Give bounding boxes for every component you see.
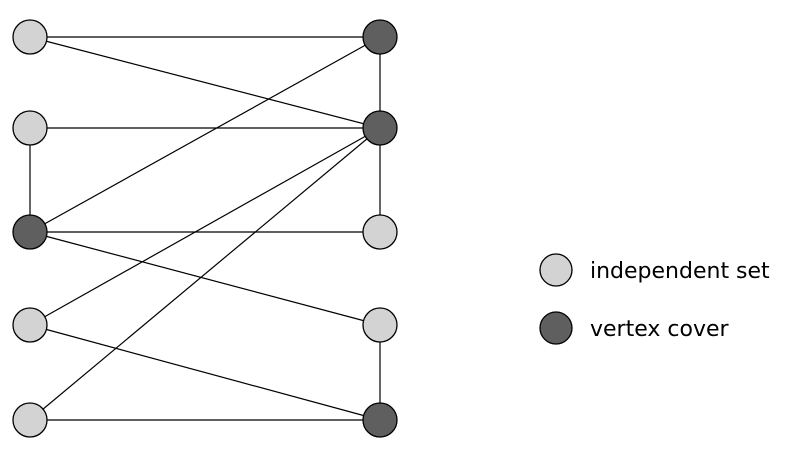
edge-l3-r4	[29, 231, 381, 326]
edge-l3-r1	[29, 36, 381, 233]
legend-cover-label: vertex cover	[590, 317, 729, 342]
legend: independent set vertex cover	[539, 253, 770, 345]
node-r1	[362, 19, 398, 55]
edge-l1-r2	[29, 36, 381, 129]
node-r3	[362, 214, 398, 250]
graph-edges	[29, 36, 381, 421]
node-l1	[12, 19, 48, 55]
node-r4	[362, 307, 398, 343]
node-l5	[12, 402, 48, 438]
edge-l4-r5	[29, 324, 381, 421]
edge-l5-r2	[29, 127, 381, 421]
node-l2	[12, 110, 48, 146]
edge-l4-r2	[29, 127, 381, 326]
node-r2	[362, 110, 398, 146]
legend-cover-swatch	[539, 311, 573, 345]
legend-independent-swatch	[539, 253, 573, 287]
node-r5	[362, 402, 398, 438]
legend-independent-label: independent set	[590, 259, 770, 284]
node-l4	[12, 307, 48, 343]
node-l3	[12, 214, 48, 250]
graph-nodes	[12, 19, 398, 438]
